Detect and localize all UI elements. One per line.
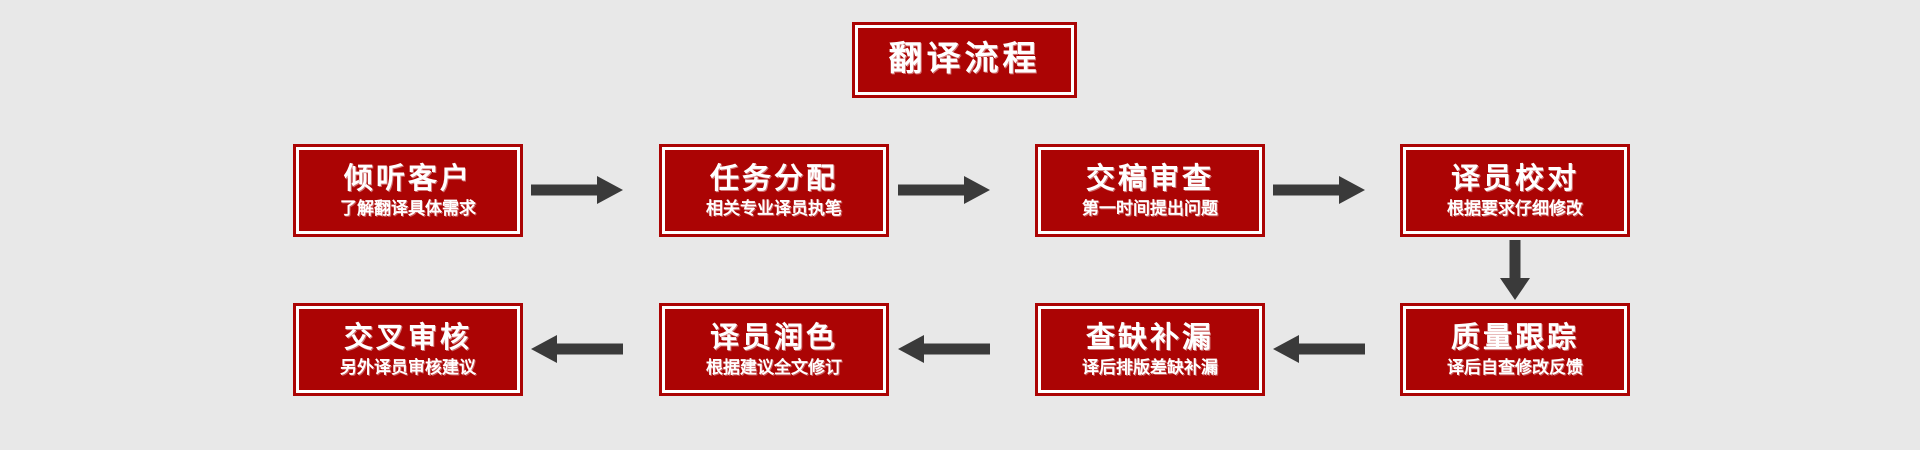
arrow-shaft xyxy=(531,184,599,196)
arrow-head xyxy=(597,176,623,204)
arrow-shaft xyxy=(1297,343,1365,355)
arrow-head xyxy=(964,176,990,204)
arrow-shaft xyxy=(1509,240,1521,280)
process-node-step1-title: 倾听客户 xyxy=(343,160,472,195)
arrow-shaft xyxy=(1273,184,1341,196)
process-node-step3[interactable]: 交稿审查 第一时间提出问题 xyxy=(1035,144,1265,237)
arrow-head xyxy=(898,335,924,363)
arrow-down-icon-step4-step5 xyxy=(1498,240,1532,300)
process-node-step6[interactable]: 查缺补漏 译后排版差缺补漏 xyxy=(1035,303,1265,396)
arrow-right-icon-step3-step4 xyxy=(1273,175,1365,205)
process-node-step3-title: 交稿审查 xyxy=(1085,160,1214,195)
process-node-step5-subtitle: 译后自查修改反馈 xyxy=(1447,357,1583,378)
process-node-step2[interactable]: 任务分配 相关专业译员执笔 xyxy=(659,144,889,237)
process-node-step3-subtitle: 第一时间提出问题 xyxy=(1082,198,1218,219)
arrow-head xyxy=(1339,176,1365,204)
process-node-step4[interactable]: 译员校对 根据要求仔细修改 xyxy=(1400,144,1630,237)
arrow-shaft xyxy=(922,343,990,355)
arrow-left-icon-step7-step8 xyxy=(531,334,623,364)
process-node-step5[interactable]: 质量跟踪 译后自查修改反馈 xyxy=(1400,303,1630,396)
arrow-left-icon-step6-step7 xyxy=(898,334,990,364)
process-node-step4-subtitle: 根据要求仔细修改 xyxy=(1447,198,1583,219)
process-node-step1[interactable]: 倾听客户 了解翻译具体需求 xyxy=(293,144,523,237)
process-node-step2-title: 任务分配 xyxy=(709,160,838,195)
arrow-head xyxy=(1273,335,1299,363)
process-node-step4-title: 译员校对 xyxy=(1450,160,1579,195)
arrow-head xyxy=(1500,278,1530,300)
process-node-step8-title: 交叉审核 xyxy=(343,319,472,354)
process-node-step8[interactable]: 交叉审核 另外译员审核建议 xyxy=(293,303,523,396)
arrow-head xyxy=(531,335,557,363)
process-node-step2-subtitle: 相关专业译员执笔 xyxy=(706,198,842,219)
arrow-shaft xyxy=(898,184,966,196)
process-node-step7-subtitle: 根据建议全文修订 xyxy=(706,357,842,378)
process-node-step1-subtitle: 了解翻译具体需求 xyxy=(340,198,476,219)
process-node-step6-title: 查缺补漏 xyxy=(1085,319,1214,354)
arrow-shaft xyxy=(555,343,623,355)
process-node-step7-title: 译员润色 xyxy=(709,319,838,354)
arrow-left-icon-step5-step6 xyxy=(1273,334,1365,364)
process-node-step8-subtitle: 另外译员审核建议 xyxy=(340,357,476,378)
flowchart-title-text: 翻译流程 xyxy=(888,39,1041,80)
flowchart-title-box: 翻译流程 xyxy=(852,22,1077,98)
arrow-right-icon-step2-step3 xyxy=(898,175,990,205)
arrow-right-icon-step1-step2 xyxy=(531,175,623,205)
process-node-step5-title: 质量跟踪 xyxy=(1450,319,1579,354)
process-node-step6-subtitle: 译后排版差缺补漏 xyxy=(1082,357,1218,378)
process-node-step7[interactable]: 译员润色 根据建议全文修订 xyxy=(659,303,889,396)
